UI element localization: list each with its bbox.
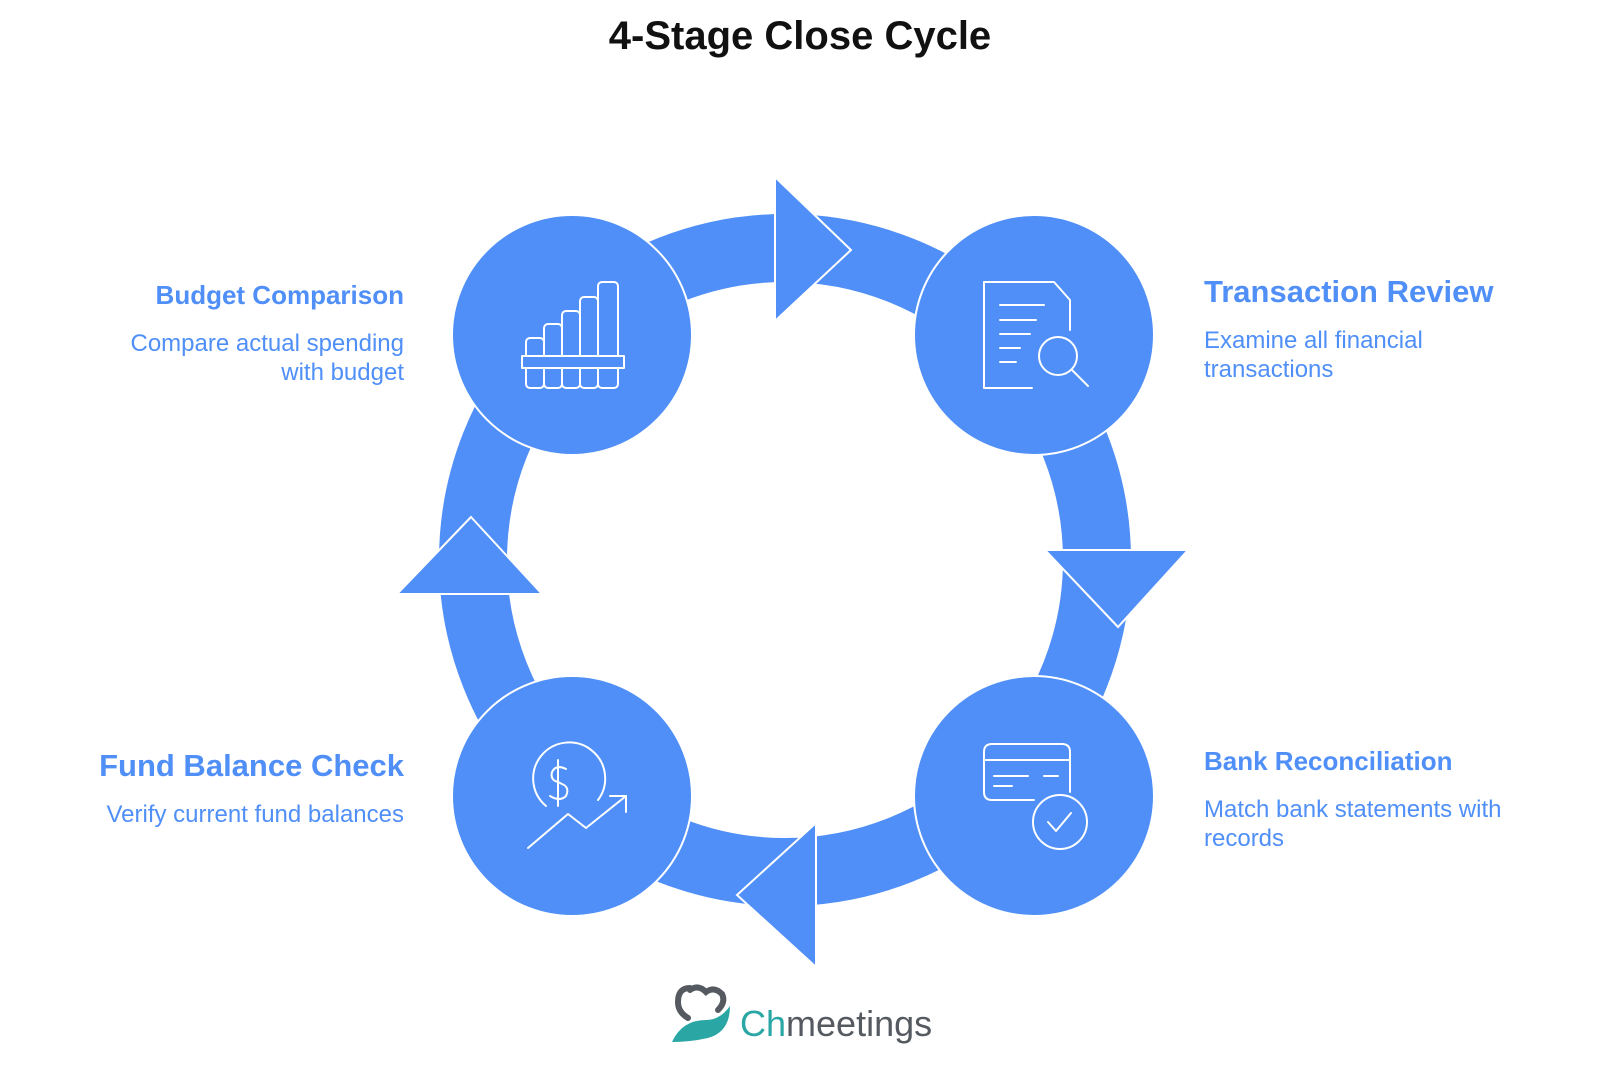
card-check-icon xyxy=(983,743,1088,850)
stage-budget-comparison xyxy=(451,214,693,456)
label-budget-comparison: Budget Comparison Compare actual spendin… xyxy=(104,280,404,387)
stage-description: Compare actual spending with budget xyxy=(130,330,404,386)
label-bank-reconciliation: Bank Reconciliation Match bank statement… xyxy=(1204,746,1544,853)
brand-logo-text: Chmeetings xyxy=(740,1003,933,1044)
stage-title: Budget Comparison xyxy=(155,280,404,310)
diagram-title: 4-Stage Close Cycle xyxy=(608,14,992,58)
document-search-icon xyxy=(983,281,1089,389)
stage-fund-balance-check xyxy=(451,675,693,917)
stage-title: Fund Balance Check xyxy=(99,748,404,783)
arrow-left xyxy=(394,515,545,595)
arrow-right xyxy=(1042,549,1191,629)
stage-title: Transaction Review xyxy=(1204,274,1494,309)
stage-description: Examine all financial transactions xyxy=(1204,327,1423,383)
bar-chart-icon xyxy=(521,281,625,389)
stage-bank-reconciliation xyxy=(913,675,1155,917)
label-transaction-review: Transaction Review Examine all financial… xyxy=(1204,274,1544,384)
stage-description: Match bank statements with records xyxy=(1204,796,1502,852)
stage-title: Bank Reconciliation xyxy=(1204,746,1453,776)
label-fund-balance-check: Fund Balance Check Verify current fund b… xyxy=(54,748,404,829)
arrow-top xyxy=(774,174,853,324)
dollar-growth-icon xyxy=(527,741,627,849)
stage-transaction-review xyxy=(913,214,1155,456)
arrow-bottom xyxy=(735,820,817,970)
stage-description: Verify current fund balances xyxy=(106,801,404,828)
heart-hand-logo-icon xyxy=(672,984,730,1042)
